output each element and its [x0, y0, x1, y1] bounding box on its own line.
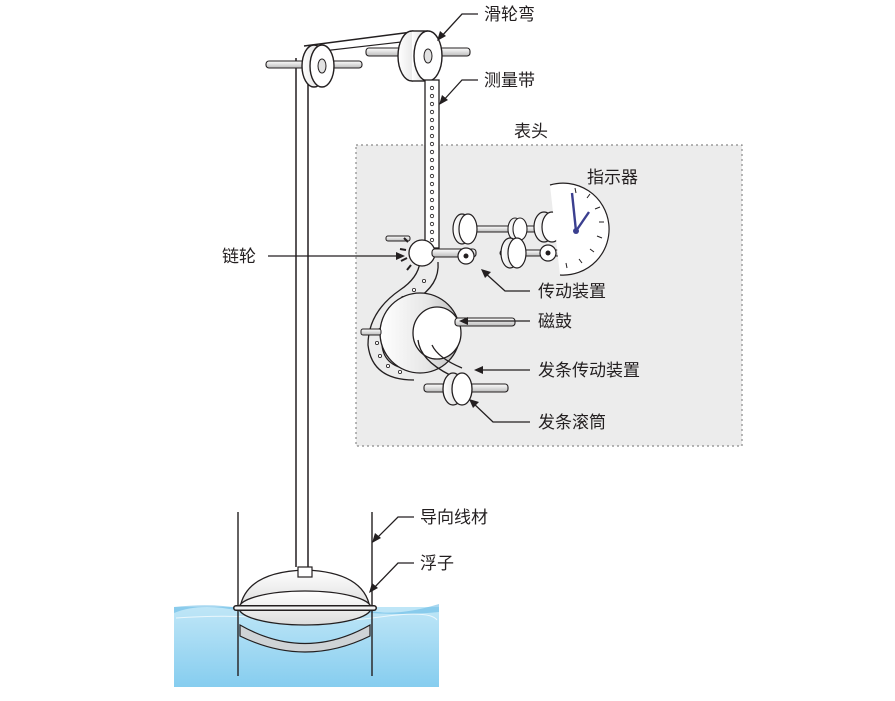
label-guide-wire: 导向线材 [420, 508, 488, 528]
label-indicator: 指示器 [587, 168, 638, 188]
spring-drum [423, 372, 509, 406]
label-sprocket: 链轮 [222, 247, 256, 267]
label-spring-transmission: 发条传动装置 [538, 361, 640, 381]
spring-transmission-belt [417, 339, 463, 376]
label-meter-head: 表头 [514, 122, 548, 142]
label-measuring-tape: 测量带 [484, 71, 535, 91]
measuring-tape [424, 79, 440, 249]
transmission-gears [452, 211, 573, 269]
leader-lines [268, 13, 530, 591]
float-tape [295, 58, 309, 567]
right-pulley [365, 30, 471, 82]
indicator-dial [549, 182, 610, 276]
label-float: 浮子 [420, 554, 454, 574]
label-magnetic-drum: 磁鼓 [538, 312, 572, 332]
label-spring-drum: 发条滚筒 [538, 413, 606, 433]
label-pulley-bend: 滑轮弯 [484, 5, 535, 25]
magnetic-drum [360, 292, 516, 374]
leader-arrowheads [369, 31, 491, 593]
float [233, 566, 377, 653]
label-transmission: 传动装置 [538, 282, 606, 302]
left-pulley [265, 44, 363, 88]
